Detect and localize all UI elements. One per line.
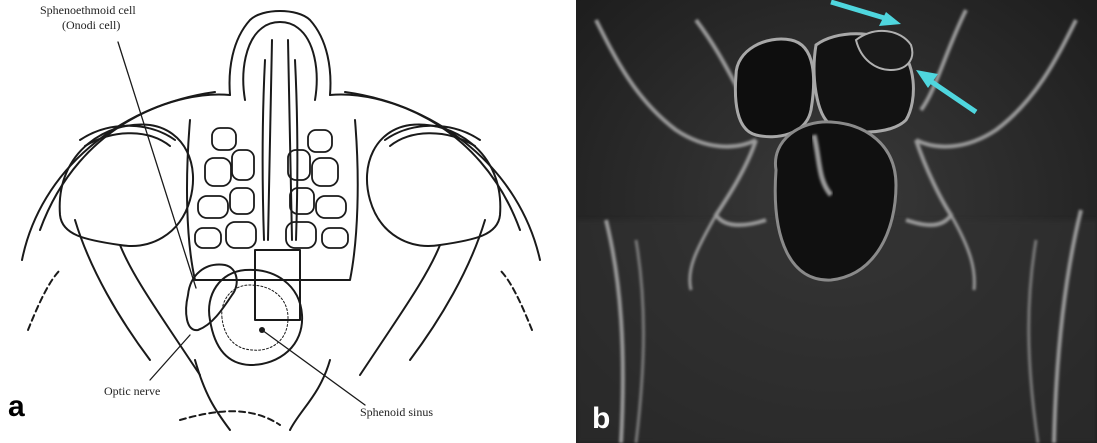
outer-skull-arc [40,94,230,230]
label-sphenoid-sinus: Sphenoid sinus [360,406,433,419]
label-sphenoethmoid-cell: Sphenoethmoid cell [40,4,136,17]
label-optic-nerve: Optic nerve [104,385,160,398]
ct-scan-image [576,0,1097,443]
anatomy-diagram-panel: Sphenoethmoid cell (Onodi cell) Optic ne… [0,0,560,443]
panel-a-letter: a [8,392,25,422]
left-eye [60,124,200,375]
nasal-septum [268,40,292,240]
label-onodi-cell: (Onodi cell) [62,19,120,32]
leader-onodi [118,42,196,288]
ethmoid-cells-right [286,130,348,248]
sinus-line-drawing [0,0,560,443]
nasal-outline [230,11,331,95]
panel-b-letter: b [592,404,610,434]
leader-optic [150,335,190,380]
right-eye [360,124,500,375]
ethmoid-cells-left [195,128,256,248]
ct-scan-panel: b [576,0,1097,443]
